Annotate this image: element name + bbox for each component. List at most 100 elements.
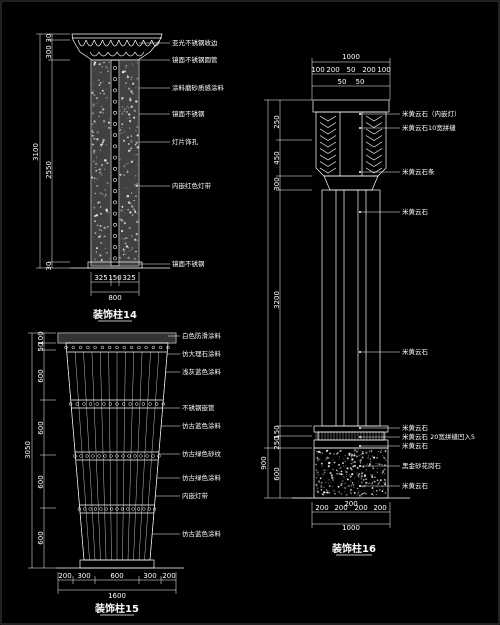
c16-granite-speck <box>321 493 324 496</box>
c14-texture-speck <box>133 200 135 201</box>
c14-texture-speck <box>95 169 98 172</box>
c14-texture-speck <box>135 154 137 156</box>
c14-texture-speck <box>102 108 105 111</box>
c16-granite-speck <box>378 481 381 484</box>
c16-granite-speck <box>323 469 325 471</box>
c14-lotus-petal <box>151 39 161 47</box>
c14-lamp-hole <box>113 222 117 227</box>
c14-texture-speck <box>103 92 105 95</box>
c16-granite-speck <box>326 457 329 460</box>
c14-material-labels: 亚光不锈钢收边镜面不锈钢圆管涂料磨砂质感涂料镜面不锈钢灯片饰孔内嵌红色灯带镜面不… <box>139 38 225 268</box>
c15-rivet <box>144 345 148 350</box>
c14-texture-speck <box>109 118 110 120</box>
c14-dim-total-width: 800 <box>108 294 121 302</box>
c14-texture-speck <box>128 226 131 230</box>
c14-texture-speck <box>99 111 102 114</box>
c15-dim-d4: 600 <box>37 421 45 434</box>
c16-granite-speck <box>361 450 364 453</box>
c14-texture-speck <box>99 111 102 113</box>
c16-granite-speck <box>383 456 385 458</box>
c16-granite-speck <box>325 459 327 461</box>
c14-texture-speck <box>94 214 97 218</box>
c15-rivet <box>127 454 131 458</box>
c14-lotus-petal <box>135 39 144 47</box>
c16-granite-speck <box>371 483 373 485</box>
c14-texture-speck <box>132 93 134 95</box>
c14-texture-speck <box>123 110 125 113</box>
c16-granite-speck <box>337 451 339 454</box>
c14-lotus-petal <box>94 39 103 47</box>
c16-granite-speck <box>317 459 320 462</box>
c16-granite-speck <box>320 489 323 491</box>
c16-granite-speck <box>384 450 387 453</box>
c16-granite-speck <box>370 474 374 477</box>
c16-granite-speck <box>338 473 340 475</box>
c14-lamp-hole <box>113 66 117 70</box>
c14-texture-speck <box>96 185 99 187</box>
c14-texture-speck <box>103 61 105 64</box>
c14-texture-speck <box>127 74 129 76</box>
c16-granite-speck <box>384 483 387 486</box>
c16-granite-speck <box>368 462 370 464</box>
c16-granite-speck <box>350 467 352 470</box>
c16-granite-speck <box>342 476 344 478</box>
c14-lamp-hole <box>113 144 117 149</box>
c16-dim-b: 450 <box>273 151 281 164</box>
c16-label: 米黄云石 <box>402 441 429 450</box>
c14-lamp-hole <box>113 77 117 82</box>
c14-texture-speck <box>131 249 133 251</box>
c14-texture-speck <box>93 63 96 66</box>
c16-granite-speck <box>338 491 340 493</box>
c16-granite-speck <box>360 481 363 484</box>
c15-vertical-dimensions: 100 50 600 600 3050 600 600 <box>24 331 56 569</box>
c16-label: 米黄云石条 <box>402 167 435 176</box>
c16-material-labels: 米黄云石（内嵌灯）米黄云石10宽拼缝米黄云石条米黄云石米黄云石米黄云石米黄云石 … <box>359 109 475 490</box>
c16-granite-speck <box>333 461 335 464</box>
c16-granite-speck <box>365 481 368 484</box>
c14-texture-speck <box>107 70 109 73</box>
c16-granite-speck <box>383 457 386 460</box>
c15-dim-d2: 50 <box>37 343 45 352</box>
c14-texture-speck <box>96 224 99 227</box>
c14-texture-speck <box>133 109 137 112</box>
c16-granite-speck <box>323 491 325 493</box>
c14-texture-speck <box>108 258 111 260</box>
c14-texture-speck <box>128 113 131 116</box>
c14-texture-speck <box>132 208 135 211</box>
c15-rivet <box>93 345 97 350</box>
c16-granite-speck <box>360 472 363 475</box>
c16-granite-speck <box>369 463 371 466</box>
c16-granite-speck <box>356 456 358 458</box>
c14-texture-speck <box>100 106 102 108</box>
c15-rivet <box>85 454 89 458</box>
c16-granite-speck <box>365 483 367 485</box>
c14-dim-bottom: 30 <box>45 262 53 271</box>
c16-granite-speck <box>361 472 364 474</box>
c14-texture-speck <box>94 166 97 169</box>
c16-granite-speck <box>365 451 368 454</box>
c14-dim-upper: 300 <box>45 45 53 58</box>
c15-rivet <box>104 507 108 511</box>
c16-granite-speck <box>361 456 364 459</box>
c14-texture-speck <box>96 158 97 160</box>
c14-texture-speck <box>93 61 97 64</box>
c14-lotus-petal <box>77 39 87 47</box>
c15-rivet <box>139 454 143 458</box>
c14-texture-speck <box>94 232 97 234</box>
c14-texture-speck <box>105 143 107 145</box>
c14-texture-speck <box>99 149 102 151</box>
c16-band-hatch <box>315 432 386 440</box>
c14-texture-speck <box>99 225 102 227</box>
c16-granite-speck <box>350 484 352 486</box>
c14-lotus-petal <box>143 39 152 47</box>
c14-texture-speck <box>130 205 134 208</box>
c15-rivet <box>131 507 135 511</box>
c16-granite-speck <box>329 472 332 475</box>
c15-label: 内嵌灯带 <box>182 491 209 500</box>
c16-granite-speck <box>350 452 352 454</box>
c14-texture-speck <box>104 168 106 170</box>
c16-dim-top-g: 50 <box>356 78 365 86</box>
c16-granite-speck <box>384 468 386 471</box>
